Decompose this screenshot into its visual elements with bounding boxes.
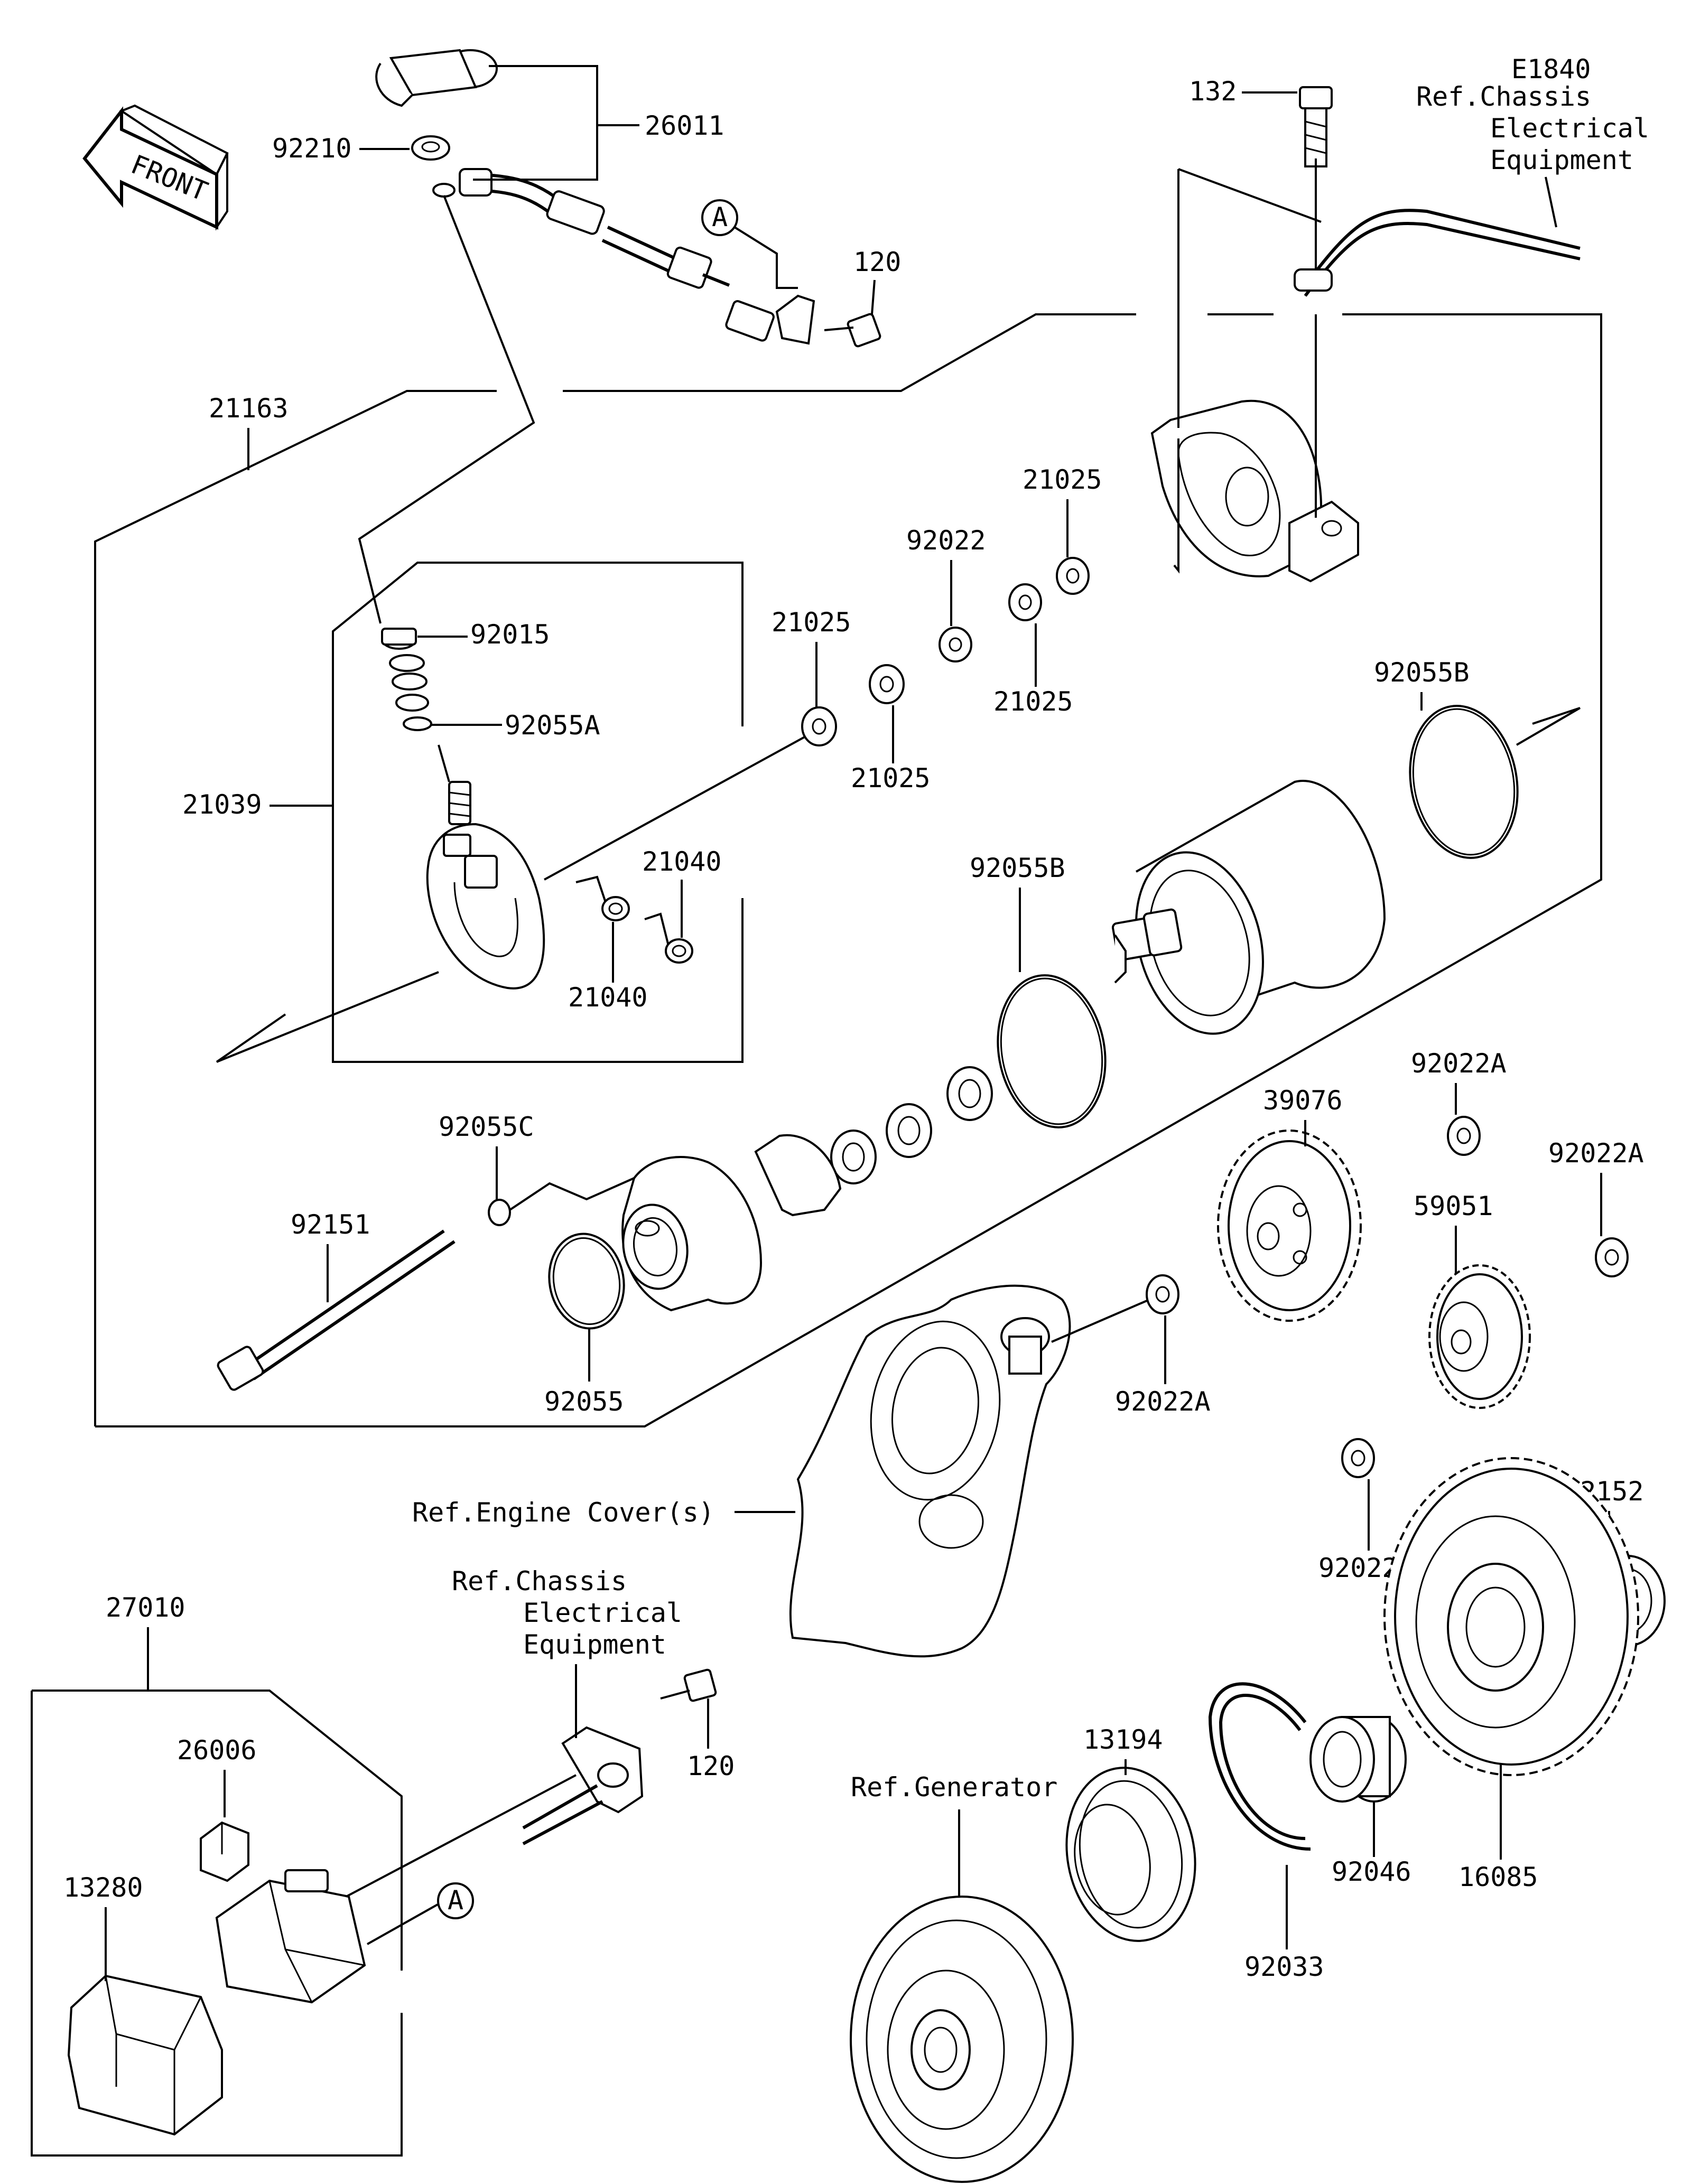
one-way-clutch-13194 (1065, 1767, 1196, 1942)
starter-motor-yoke (1111, 780, 1386, 1035)
front-label: FRONT (127, 149, 212, 207)
diagram-code: E1840 (1511, 54, 1591, 85)
rear-end-cover (1150, 399, 1359, 583)
ref-chassis-top-3: Equipment (1490, 145, 1633, 175)
label-92210: 92210 (272, 133, 352, 164)
bolt-132 (1299, 86, 1333, 167)
ground-cable (1304, 209, 1581, 286)
washer-21025-3 (1008, 583, 1042, 621)
label-92151: 92151 (291, 1209, 370, 1240)
engine-cover (789, 1284, 1071, 1658)
needle-bearing-92046 (1309, 1716, 1407, 1803)
label-16085: 16085 (1458, 1862, 1538, 1892)
label-92055b-1: 92055B (1374, 657, 1470, 688)
label-132: 132 (1189, 76, 1237, 107)
label-92015: 92015 (470, 619, 550, 650)
svg-text:A: A (712, 202, 728, 232)
front-bracket-cover (621, 1156, 763, 1312)
ref-engine-cover: Ref.Engine Cover(s) (412, 1497, 714, 1528)
o-ring-92055b-mid (997, 974, 1107, 1128)
label-92055: 92055 (544, 1386, 624, 1417)
starter-cable-26011 (375, 49, 815, 345)
label-13280: 13280 (63, 1872, 143, 1903)
label-26011: 26011 (645, 110, 724, 141)
label-21025-4: 21025 (1023, 464, 1102, 495)
washer-92022 (939, 627, 972, 662)
washer-92022a-3 (1595, 1237, 1629, 1277)
callout-a-bottom: A (437, 1882, 474, 1919)
label-21025-1: 21025 (772, 607, 851, 638)
label-27010: 27010 (106, 1592, 185, 1623)
label-13194: 13194 (1083, 1724, 1163, 1755)
ref-chassis-bottom-3: Equipment (523, 1629, 666, 1660)
label-92022a-1: 92022A (1115, 1386, 1211, 1417)
washer-92022a-2 (1447, 1116, 1481, 1156)
label-26006: 26006 (177, 1735, 257, 1766)
label-92055A: 92055A (505, 710, 600, 741)
outline-21163 (94, 390, 497, 1426)
washer-mid-1 (946, 1066, 993, 1121)
label-92055c: 92055C (439, 1112, 534, 1142)
label-21163: 21163 (209, 393, 289, 424)
circlip-92033 (1208, 1682, 1311, 1851)
label-120-top: 120 (853, 247, 901, 277)
idle-gear-59051 (1428, 1264, 1531, 1409)
brush-springs (575, 875, 693, 964)
label-92033: 92033 (1244, 1952, 1324, 1982)
ref-chassis-bottom-1: Ref.Chassis (452, 1566, 627, 1597)
washer-mid-3 (830, 1130, 877, 1184)
ground-terminal-bottom (522, 1726, 644, 1845)
idle-gear-39076 (1217, 1130, 1362, 1322)
label-92046: 92046 (1332, 1856, 1411, 1887)
o-ring-92055b-top (1409, 705, 1519, 859)
washer-92022a-1 (1146, 1274, 1179, 1314)
label-21040-a: 21040 (642, 846, 722, 877)
starter-clutch-gear-16085 (1383, 1457, 1639, 1776)
o-ring-92055 (548, 1233, 625, 1330)
starter-relay (215, 1869, 366, 2004)
nut-92210 (411, 135, 450, 161)
svg-text:A: A (448, 1885, 463, 1916)
label-21040-b: 21040 (568, 982, 648, 1013)
label-21039: 21039 (182, 789, 262, 820)
o-ring-92055c (488, 1199, 511, 1226)
fuse-26006 (200, 1821, 249, 1882)
lock-plate (754, 1134, 842, 1217)
label-120-bottom: 120 (687, 1751, 735, 1781)
ref-chassis-bottom-2: Electrical (523, 1598, 682, 1628)
through-bolt-92151 (217, 1229, 456, 1391)
screw-120-bottom (660, 1668, 717, 1702)
label-92022a-2: 92022A (1411, 1048, 1507, 1079)
terminal-stack (381, 628, 432, 731)
label-59051: 59051 (1414, 1191, 1493, 1221)
washer-21025-2 (869, 664, 905, 704)
front-arrow-icon: FRONT (82, 104, 229, 231)
label-39076: 39076 (1263, 1085, 1343, 1116)
label-92022a-3: 92022A (1548, 1138, 1644, 1169)
relay-cover-13280 (67, 1974, 223, 2136)
washer-21025-1 (801, 706, 837, 746)
label-21025-3: 21025 (993, 686, 1073, 717)
ref-chassis-top-1: Ref.Chassis (1416, 81, 1591, 112)
screw-120-top (824, 313, 881, 348)
brush-plate (426, 744, 545, 990)
ref-chassis-top-2: Electrical (1490, 113, 1649, 144)
label-92055b-2: 92055B (970, 853, 1065, 883)
label-21025-2: 21025 (851, 763, 931, 794)
ref-generator: Ref.Generator (851, 1772, 1057, 1803)
callout-a-top: A (701, 199, 738, 236)
label-92022: 92022 (906, 525, 986, 556)
washer-92022a-4 (1341, 1438, 1375, 1478)
washer-mid-2 (886, 1103, 932, 1158)
generator-rotor (850, 1896, 1074, 2183)
washer-21025-4 (1056, 557, 1090, 595)
